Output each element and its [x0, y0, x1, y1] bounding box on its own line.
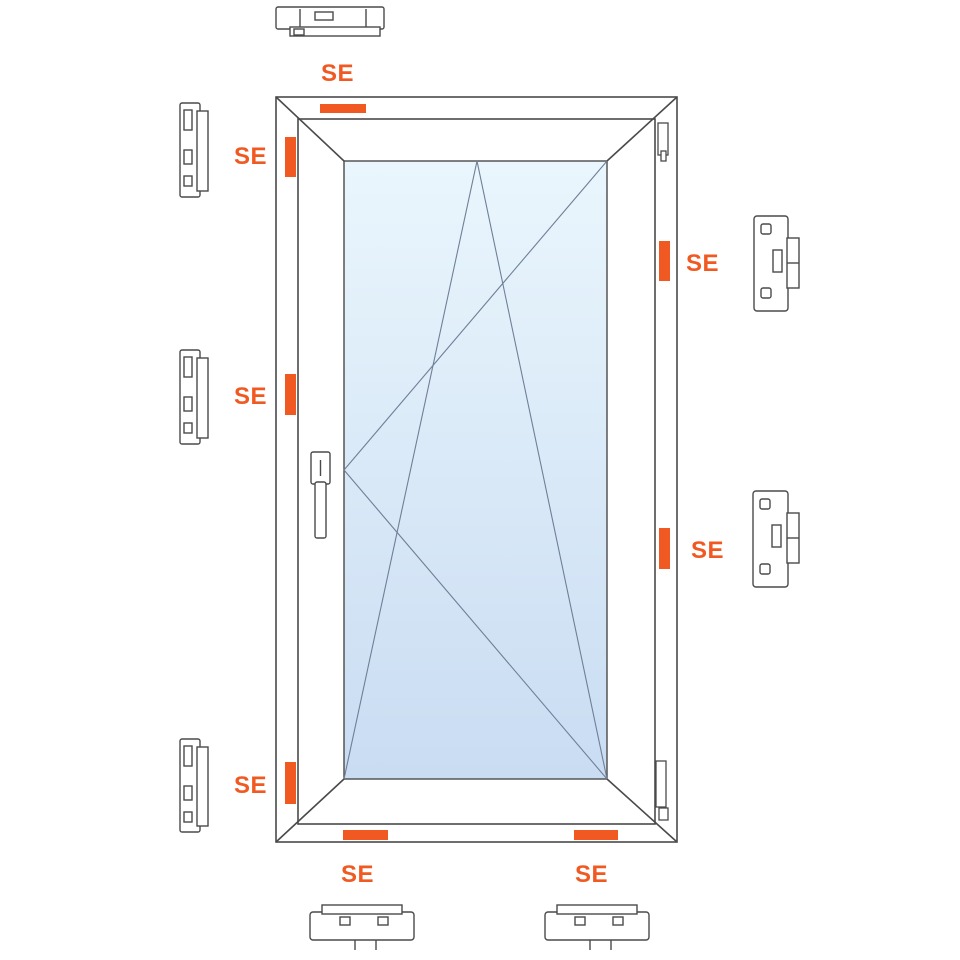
- locking-cam-icon: [275, 6, 385, 37]
- opening-symbol: [343, 160, 608, 780]
- marker-left-upper: [285, 137, 296, 177]
- se-label-bottom-right: SE: [575, 861, 609, 888]
- window-handle-icon: [310, 451, 331, 539]
- frame-miter: [606, 96, 678, 162]
- locking-cam-icon: [179, 102, 209, 198]
- frame-miter: [606, 778, 678, 843]
- glass-pane: [343, 160, 608, 780]
- se-label-top: SE: [321, 60, 355, 87]
- locking-point-markers: [285, 104, 670, 840]
- frame-miter: [275, 96, 345, 162]
- tilt-symbol: [343, 160, 608, 780]
- marker-right-upper: [659, 241, 670, 281]
- marker-bottom-left: [343, 830, 388, 840]
- marker-bottom-right: [574, 830, 618, 840]
- hinge-icon: [657, 122, 669, 162]
- marker-left-middle: [285, 374, 296, 415]
- se-label-left-lower: SE: [234, 772, 268, 799]
- locking-cam-icon: [752, 490, 800, 588]
- locking-cam-icon: [544, 904, 650, 950]
- turn-symbol: [343, 160, 608, 780]
- frame-miter: [275, 778, 345, 843]
- se-label-bottom-left: SE: [341, 861, 375, 888]
- locking-cam-icon: [179, 738, 209, 833]
- locking-cam-icon: [753, 215, 800, 312]
- marker-top: [320, 104, 366, 113]
- marker-left-lower: [285, 762, 296, 804]
- outer-frame: [275, 96, 678, 843]
- hinge-icon: [655, 760, 669, 821]
- window-frame: [275, 96, 678, 843]
- locking-cam-icon: [309, 904, 415, 950]
- se-label-right-upper: SE: [686, 250, 720, 277]
- locking-cam-icon: [179, 349, 209, 445]
- marker-right-lower: [659, 528, 670, 569]
- se-label-left-middle: SE: [234, 383, 268, 410]
- se-label-left-upper: SE: [234, 143, 268, 170]
- se-label-right-lower: SE: [691, 537, 725, 564]
- sash-frame: [297, 118, 656, 825]
